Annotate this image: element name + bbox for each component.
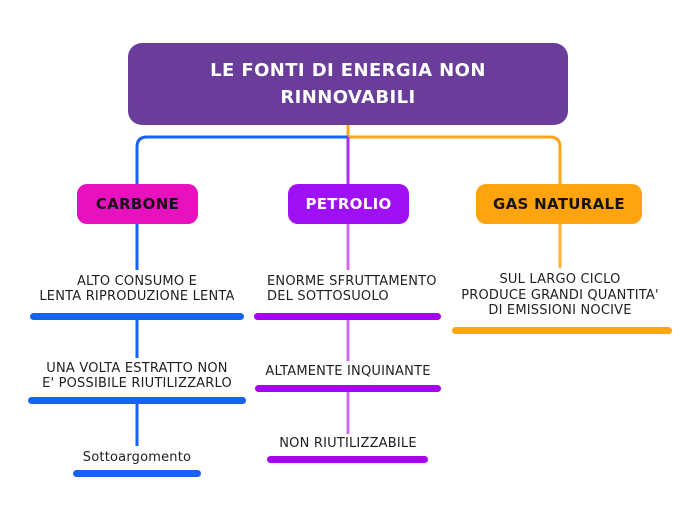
topic-petrolio-2[interactable]: ALTAMENTE INQUINANTE bbox=[265, 364, 431, 379]
branch-node-petrolio[interactable]: PETROLIO bbox=[288, 184, 409, 224]
topic-carbone-3-underline bbox=[73, 470, 201, 477]
topic-carbone-1-underline bbox=[30, 313, 244, 320]
branch-node-petrolio-label: PETROLIO bbox=[305, 195, 392, 213]
branch-node-carbone-label: CARBONE bbox=[95, 195, 180, 213]
branch-node-carbone[interactable]: CARBONE bbox=[77, 184, 198, 224]
branch-node-gas-naturale[interactable]: GAS NATURALE bbox=[476, 184, 642, 224]
topic-petrolio-3[interactable]: NON RIUTILIZZABILE bbox=[279, 436, 417, 451]
carbone-branch-connector bbox=[135, 135, 348, 184]
topic-petrolio-1[interactable]: ENORME SFRUTTAMENTO DEL SOTTOSUOLO bbox=[267, 274, 437, 304]
root-node[interactable]: LE FONTI DI ENERGIA NON RINNOVABILI bbox=[128, 43, 568, 125]
topic-carbone-3[interactable]: Sottoargomento bbox=[82, 450, 192, 465]
gas-branch-connector bbox=[346, 125, 562, 184]
topic-petrolio-3-underline bbox=[267, 456, 428, 463]
branch-node-gas-naturale-label: GAS NATURALE bbox=[493, 195, 625, 213]
root-node-label: LE FONTI DI ENERGIA NON RINNOVABILI bbox=[210, 60, 486, 108]
topic-petrolio-1-underline bbox=[254, 313, 441, 320]
topic-petrolio-2-underline bbox=[255, 385, 441, 392]
topic-gas-1-underline bbox=[452, 327, 672, 334]
topic-gas-1[interactable]: SUL LARGO CICLO PRODUCE GRANDI QUANTITA'… bbox=[461, 272, 659, 318]
topic-carbone-2-underline bbox=[28, 397, 246, 404]
topic-carbone-2[interactable]: UNA VOLTA ESTRATTO NON E' POSSIBILE RIUT… bbox=[42, 361, 232, 391]
topic-carbone-1[interactable]: ALTO CONSUMO E LENTA RIPRODUZIONE LENTA bbox=[39, 274, 235, 304]
